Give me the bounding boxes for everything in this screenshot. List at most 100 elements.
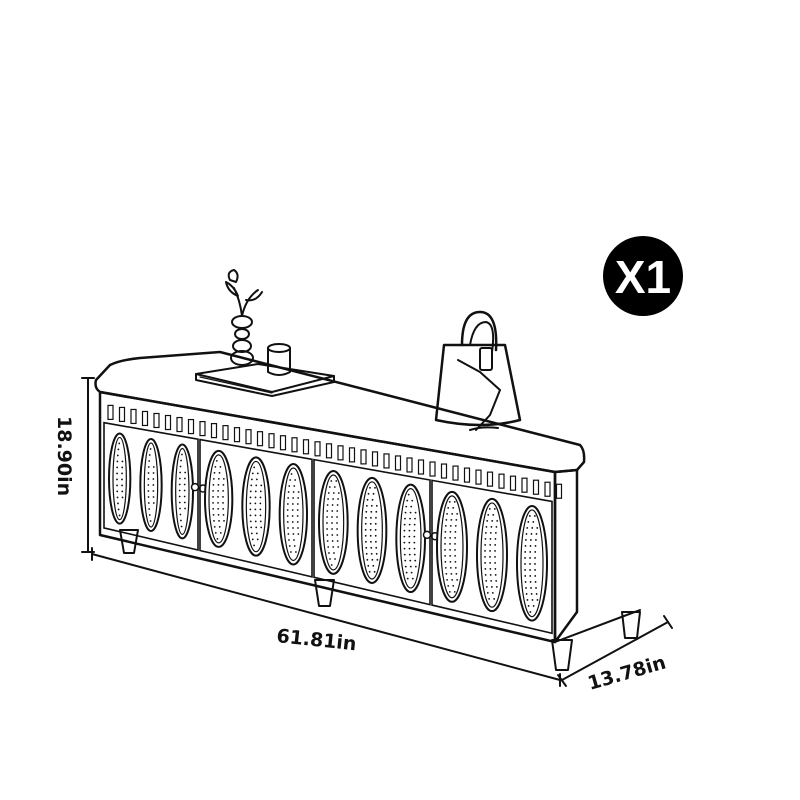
rattan-dot — [534, 581, 537, 583]
rattan-dot — [116, 454, 119, 457]
rattan-dot — [327, 492, 330, 494]
rattan-dot — [446, 578, 449, 581]
rattan-dot — [251, 472, 254, 475]
slat — [279, 435, 287, 451]
rattan-dot — [413, 553, 416, 556]
rattan-dot — [529, 611, 532, 613]
rattan-dot — [371, 558, 374, 561]
door-knob — [190, 482, 200, 492]
rattan-dot — [117, 502, 119, 505]
rattan-dot — [296, 509, 299, 511]
rattan-dot — [494, 550, 496, 552]
rattan-dot — [405, 505, 408, 508]
rattan-dot — [534, 569, 536, 571]
rattan-dot — [259, 490, 262, 493]
rattan-dot — [250, 484, 253, 487]
slat — [130, 408, 137, 425]
rattan-dot — [179, 471, 182, 474]
rattan-dot — [222, 513, 225, 516]
rattan-dot — [494, 538, 497, 540]
rattan-dot — [259, 508, 262, 511]
rattan-oval — [318, 470, 349, 575]
rattan-dot — [369, 486, 371, 489]
rattan-dot — [148, 508, 151, 510]
rattan-oval-inner — [480, 502, 504, 608]
rattan-dot — [260, 526, 263, 529]
rattan-dot — [295, 551, 297, 553]
plant-vase-icon — [225, 269, 263, 366]
rattan-dot — [213, 471, 216, 474]
rattan-dot — [530, 539, 532, 541]
rattan-dot — [449, 524, 452, 527]
rattan-dot — [152, 502, 155, 504]
rattan-dot — [217, 483, 220, 486]
rattan-dot — [370, 516, 372, 519]
rattan-dot — [152, 472, 155, 474]
rattan-dot — [180, 459, 182, 462]
rattan-dot — [121, 496, 124, 499]
rattan-dot — [331, 510, 334, 512]
rattan-dot — [254, 508, 257, 511]
rattan-dot — [183, 489, 186, 492]
rattan-dot — [408, 541, 411, 544]
rattan-dot — [259, 520, 262, 523]
slat — [176, 416, 183, 433]
rattan-dot — [217, 501, 219, 504]
rattan-dot — [296, 521, 299, 523]
rattan-dot — [286, 515, 289, 517]
slat — [222, 425, 229, 441]
depth-label: 13.78in — [585, 652, 668, 695]
rattan-dot — [488, 598, 491, 600]
rattan-dot — [147, 490, 150, 492]
rattan-dot — [337, 546, 340, 548]
rattan-dot — [326, 504, 329, 506]
rattan-dot — [212, 495, 214, 498]
rattan-dot — [254, 514, 257, 517]
rattan-dot — [152, 496, 155, 498]
rattan-dot — [454, 536, 457, 539]
slat — [210, 423, 218, 439]
rattan-dot — [287, 491, 290, 493]
rattan-dot — [179, 465, 182, 468]
slat — [291, 437, 298, 453]
rattan-dot — [534, 557, 536, 559]
rattan-dot — [489, 574, 492, 576]
rattan-dot — [219, 531, 222, 534]
rattan-dot — [255, 526, 258, 529]
rattan-dot — [254, 520, 257, 523]
rattan-dot — [333, 486, 336, 488]
rattan-dot — [409, 517, 411, 520]
rattan-dot — [408, 523, 411, 526]
rattan-dot — [524, 569, 526, 571]
rattan-dot — [489, 556, 491, 558]
slat — [268, 433, 275, 449]
rattan-dot — [256, 538, 259, 541]
slat — [371, 451, 379, 467]
slat — [394, 455, 402, 471]
rattan-dot — [336, 540, 339, 542]
rattan-dot — [403, 547, 406, 550]
rattan-dot — [489, 550, 491, 552]
rattan-dot — [326, 528, 328, 530]
slat — [187, 418, 195, 435]
rattan-dot — [370, 546, 373, 549]
rattan-dot — [484, 562, 487, 564]
rattan-dot — [489, 532, 492, 534]
rattan-dot — [365, 510, 368, 513]
depth-dimension: 13.78in — [557, 615, 673, 695]
rattan-dot — [495, 526, 498, 528]
rattan-dot — [116, 490, 119, 493]
rattan-dot — [147, 466, 150, 468]
rattan-dot — [292, 497, 295, 499]
rattan-dot — [331, 540, 334, 542]
rattan-dot — [530, 593, 533, 595]
rattan-dot — [148, 460, 151, 462]
rattan-dot — [365, 516, 367, 519]
rattan-dot — [259, 496, 262, 499]
rattan-dot — [218, 519, 220, 522]
rattan-dot — [403, 523, 406, 526]
rattan-dot — [293, 485, 296, 487]
door-frame — [199, 438, 313, 578]
rattan-dot — [251, 538, 254, 541]
slat — [440, 463, 448, 479]
